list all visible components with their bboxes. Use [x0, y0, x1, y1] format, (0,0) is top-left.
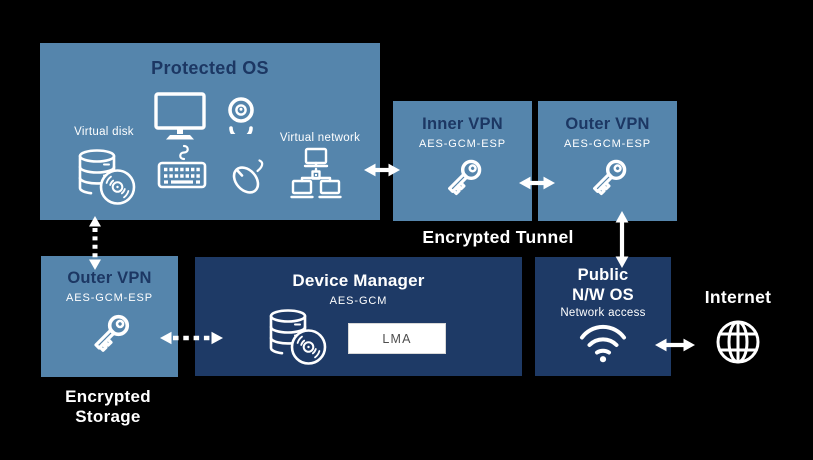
arrow-public-nw-os-to-internet — [655, 338, 695, 352]
arrow-outer-vpn-to-public-nw-os — [615, 211, 629, 268]
database-disk-icon — [78, 149, 136, 205]
key-icon — [592, 159, 626, 196]
globe-icon — [716, 320, 760, 364]
arrow-inner-vpn-to-outer-vpn — [519, 176, 555, 190]
encrypted-tunnel-caption: Encrypted Tunnel — [422, 227, 574, 247]
key-icon — [447, 159, 481, 196]
wifi-icon — [580, 324, 626, 363]
arrow-encrypted-storage-to-device-manager-dashed — [160, 331, 223, 345]
outer-vpn-storage-title: Outer VPN — [67, 269, 152, 287]
internet-caption: Internet — [704, 287, 772, 307]
arrow-protected-os-to-inner-vpn — [364, 163, 400, 177]
inner-vpn-encryption-label: AES-GCM-ESP — [419, 138, 506, 150]
protected-os-title: Protected OS — [151, 58, 269, 78]
inner-vpn-title: Inner VPN — [422, 115, 503, 133]
monitor-icon — [154, 92, 206, 140]
keyboard-icon — [157, 144, 207, 189]
outer-vpn-top-box: Outer VPN AES-GCM-ESP — [538, 101, 677, 221]
outer-vpn-top-title: Outer VPN — [565, 115, 650, 133]
encrypted-storage-caption: Encrypted Storage — [48, 387, 168, 427]
outer-vpn-storage-box: Outer VPN AES-GCM-ESP — [41, 256, 178, 377]
virtual-network-label: Virtual network — [279, 132, 361, 144]
encrypted-storage-line2: Storage — [75, 407, 141, 426]
protected-os-box: Protected OS Virtual disk — [40, 43, 380, 220]
lma-module: LMA — [348, 323, 446, 354]
inner-vpn-box: Inner VPN AES-GCM-ESP — [393, 101, 532, 221]
device-manager-title: Device Manager — [292, 271, 425, 290]
outer-vpn-storage-encryption-label: AES-GCM-ESP — [66, 292, 153, 304]
encrypted-storage-line1: Encrypted — [65, 387, 151, 406]
mouse-icon — [232, 159, 264, 194]
arrow-virtual-disk-to-encrypted-storage-dotted — [89, 216, 101, 270]
device-manager-box: Device Manager AES-GCM — [195, 257, 522, 376]
webcam-icon — [228, 97, 254, 134]
lma-label: LMA — [382, 331, 412, 346]
device-manager-encryption-label: AES-GCM — [329, 295, 388, 307]
public-nw-os-title-line2: N/W OS — [572, 285, 634, 304]
database-disk-icon — [269, 309, 327, 365]
virtual-disk-label: Virtual disk — [74, 126, 134, 138]
key-icon — [93, 314, 129, 352]
public-nw-os-box: Public N/W OS Network access — [535, 257, 671, 376]
outer-vpn-top-encryption-label: AES-GCM-ESP — [564, 138, 651, 150]
network-access-label: Network access — [560, 307, 646, 319]
public-nw-os-title-line1: Public — [577, 266, 629, 284]
virtual-network-icon — [290, 147, 342, 199]
